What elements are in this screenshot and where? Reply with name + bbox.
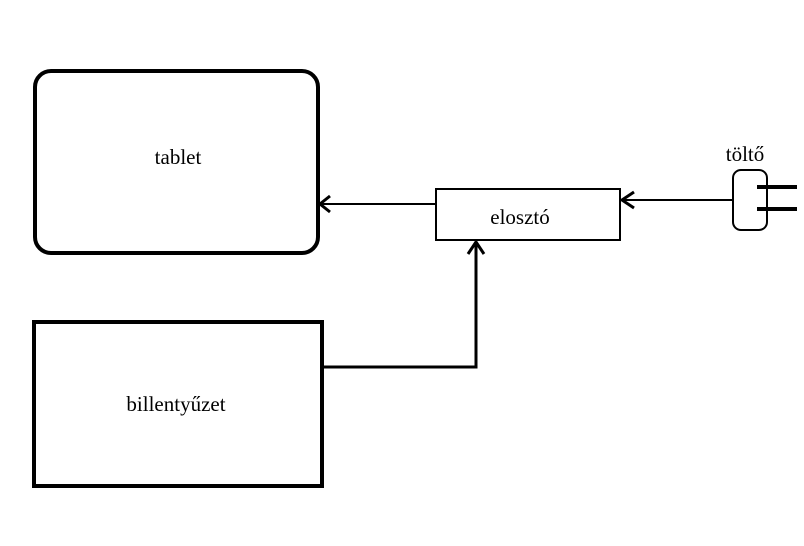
arrowhead [619, 190, 635, 210]
tablet-node: tablet [33, 69, 320, 255]
arrowhead [466, 239, 486, 255]
edge-line [322, 242, 478, 369]
charger-label: töltő [726, 142, 765, 166]
keyboard-label: billentyűzet [126, 392, 225, 416]
edge-keyboard-to-splitter [322, 239, 486, 369]
arrowhead [317, 194, 331, 214]
charger-plug-body [732, 169, 768, 231]
splitter-label: elosztó [490, 205, 549, 229]
edge-splitter-to-tablet [317, 194, 436, 214]
keyboard-node: billentyűzet [32, 320, 324, 488]
edge-charger-to-splitter [619, 190, 733, 210]
tablet-box [33, 69, 320, 255]
keyboard-box [32, 320, 324, 488]
tablet-label: tablet [155, 145, 202, 169]
splitter-node: elosztó [435, 188, 621, 241]
splitter-box [435, 188, 621, 241]
charger-node: töltő [726, 142, 797, 231]
